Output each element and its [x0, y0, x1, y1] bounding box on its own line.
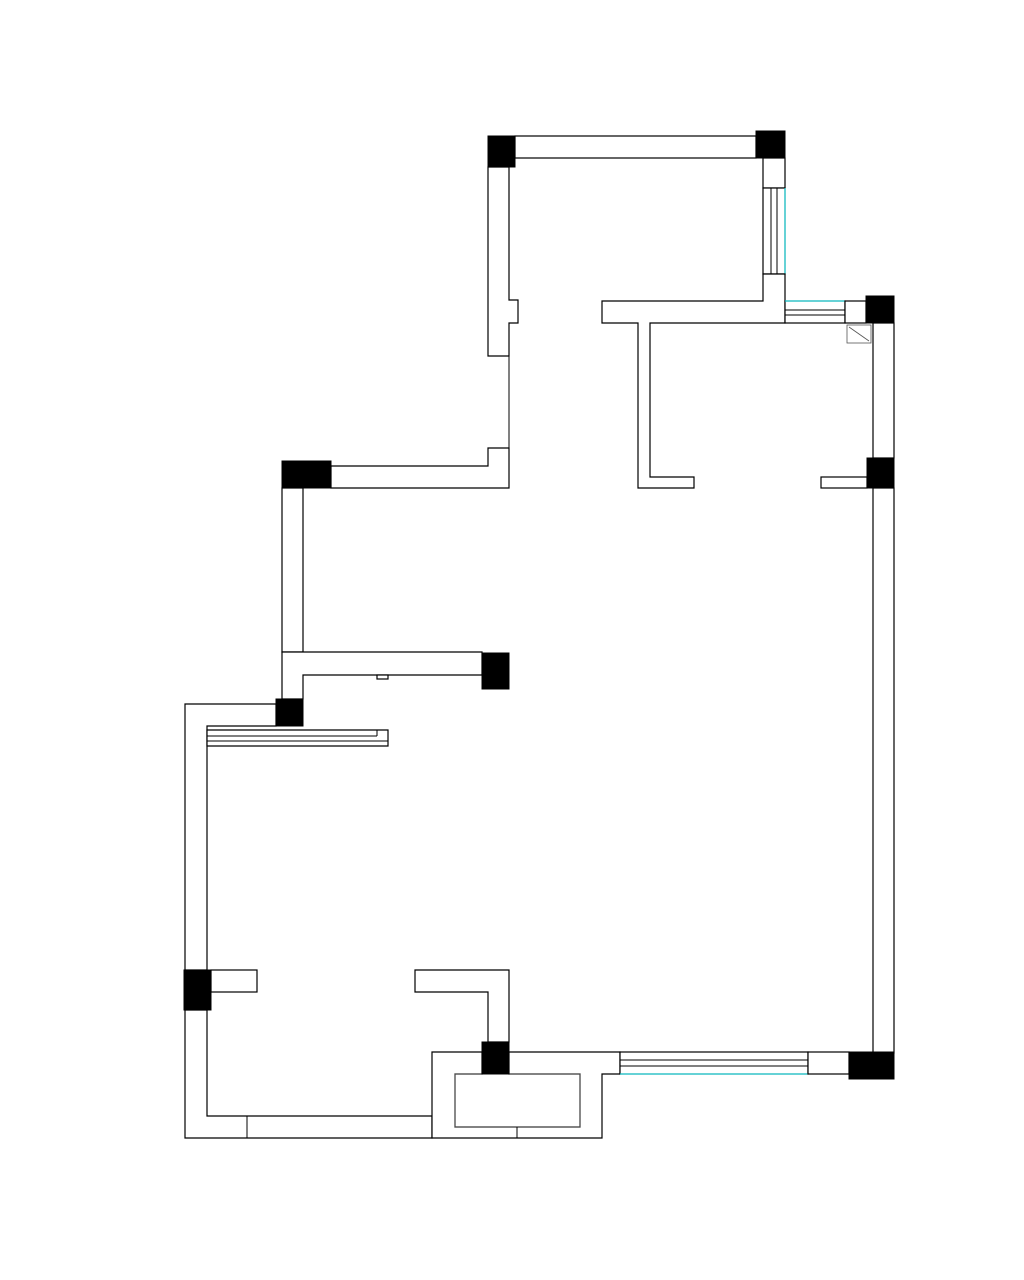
wall-l-lower-center [414, 969, 510, 1043]
column [275, 698, 304, 727]
bay-inner [454, 1073, 581, 1128]
wall-notch [376, 674, 389, 680]
wall-east-lower [872, 487, 895, 1054]
window-north-east [784, 300, 846, 324]
wall-top-room-west [487, 166, 519, 357]
shaft-box [846, 324, 872, 344]
wall-top-room-east [762, 157, 786, 189]
column [866, 457, 895, 489]
wall-stub-east [820, 476, 868, 489]
shaft-diagonal [848, 326, 870, 342]
window-top-room-east [762, 187, 786, 275]
column [481, 1041, 510, 1075]
counter-ledge [206, 729, 389, 747]
wall-top-room-north [514, 135, 757, 159]
wall-stub-south-east [807, 1051, 850, 1075]
wall-stub-lower-left [210, 969, 258, 993]
column [755, 130, 786, 159]
wall-middle-north [330, 447, 510, 489]
column [183, 969, 212, 1011]
column [481, 652, 510, 690]
column [487, 135, 516, 168]
column [281, 460, 332, 489]
wall-bay [431, 1051, 621, 1139]
wall-south-west-bottom [184, 1009, 433, 1139]
column [848, 1051, 895, 1080]
column [865, 295, 895, 324]
wall-east-upper [872, 322, 895, 459]
wall-top-room-south [601, 273, 786, 489]
wall-stub [844, 300, 867, 324]
wall-middle-west [281, 487, 304, 653]
window-south [619, 1051, 809, 1075]
